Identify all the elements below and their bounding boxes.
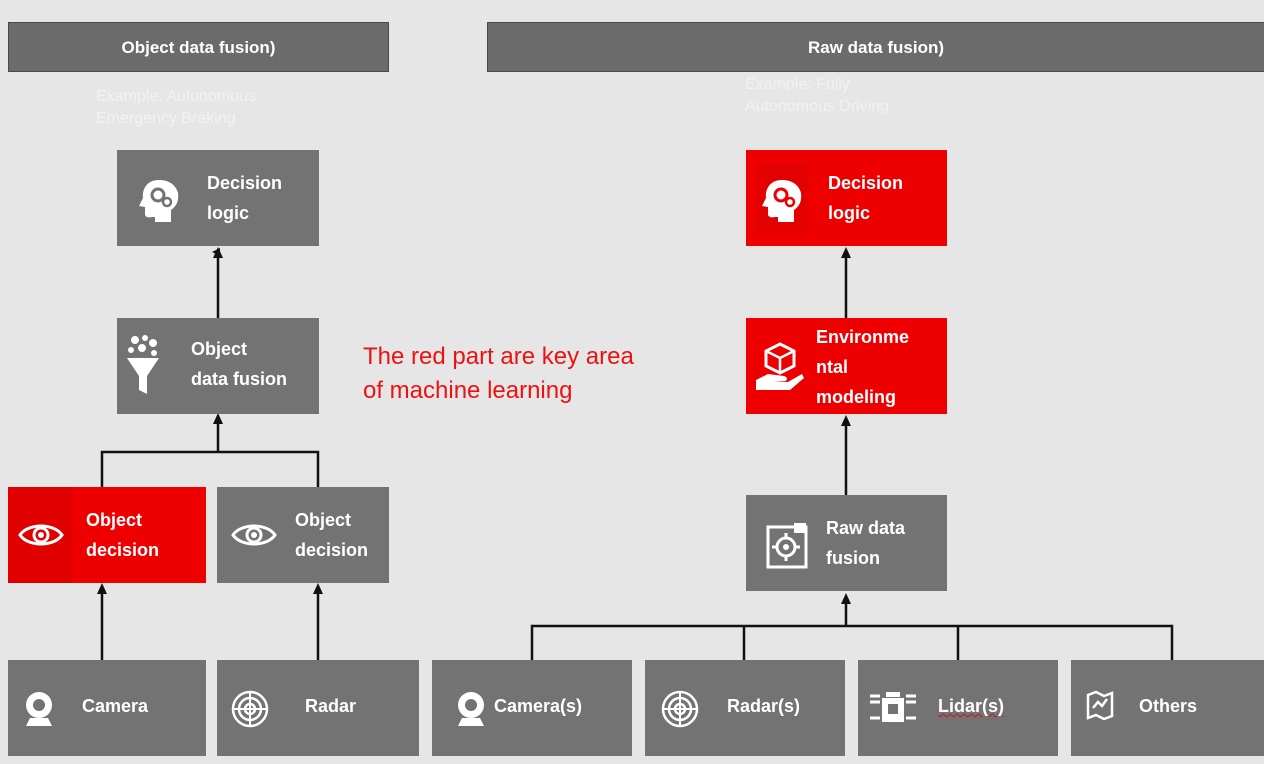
radar-icon — [231, 690, 269, 728]
radar-label: Radar — [305, 696, 357, 716]
sensor-others: Others — [1071, 660, 1264, 756]
machine-learning-note: The red part are key area of machine lea… — [363, 343, 634, 404]
box-object-decision-radar: Object decision — [217, 487, 389, 583]
radar-icon — [661, 690, 699, 728]
object-decision-radar-label: Object decision — [295, 510, 369, 560]
radars-label: Radar(s) — [727, 696, 801, 716]
eye-icon — [18, 524, 64, 546]
eye-icon — [231, 524, 277, 546]
example-caption-right: Example: Fully Autonomous Driving — [745, 76, 890, 115]
decision-logic-right-label: Decision logic — [828, 173, 904, 223]
box-raw-data-fusion: Raw data fusion — [746, 495, 947, 591]
lidars-label: Lidar(s) — [938, 696, 1005, 716]
box-object-data-fusion: Object data fusion — [117, 318, 319, 414]
object-decision-camera-label: Object decision — [86, 510, 160, 560]
sensor-lidars: Lidar(s) — [858, 660, 1058, 756]
box-environmental-modeling: Environme ntal modeling — [746, 318, 947, 414]
example-caption-left: Example: Autonomous Emergency Braking — [96, 88, 257, 127]
connector-decisions-to-fusion — [100, 450, 320, 487]
head-gears-icon — [139, 180, 179, 222]
connector-sensors-to-rawfusion — [530, 624, 1174, 660]
cameras-label: Camera(s) — [494, 696, 583, 716]
others-label: Others — [1139, 696, 1198, 716]
lidar-icon — [870, 692, 916, 722]
sensor-radar: Radar — [217, 660, 419, 756]
header-raw-data-fusion: Raw data fusion) — [487, 22, 1264, 72]
sensor-radars: Radar(s) — [645, 660, 845, 756]
box-object-decision-camera: Object decision — [8, 487, 206, 583]
sensor-cameras: Camera(s) — [432, 660, 632, 756]
fusion-gear-icon — [766, 523, 808, 569]
sensor-camera: Camera — [8, 660, 206, 756]
camera-label: Camera — [82, 696, 149, 716]
webcam-icon — [458, 692, 484, 726]
map-icon — [1086, 690, 1114, 720]
decision-logic-left-label: Decision logic — [207, 173, 283, 223]
head-gears-icon — [762, 180, 802, 222]
webcam-icon — [26, 692, 52, 726]
box-decision-logic-left: Decision logic — [117, 150, 319, 246]
raw-data-fusion-label: Raw data fusion — [826, 518, 906, 568]
environmental-modeling-label: Environme ntal modeling — [816, 327, 910, 407]
object-data-fusion-label: Object data fusion — [191, 339, 288, 389]
funnel-icon — [127, 335, 159, 394]
header-object-data-fusion: Object data fusion) — [8, 22, 389, 72]
box-decision-logic-right: Decision logic — [746, 150, 947, 246]
hand-cube-icon — [756, 342, 804, 390]
